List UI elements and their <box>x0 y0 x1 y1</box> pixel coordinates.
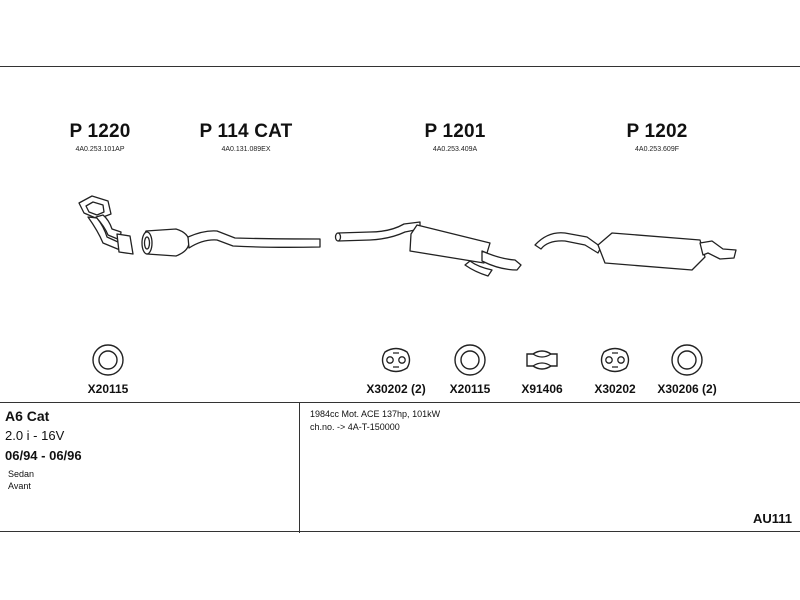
diagram-id: AU111 <box>752 511 792 526</box>
body-type-sedan: Sedan <box>8 469 35 479</box>
body-type-avant: Avant <box>8 481 31 491</box>
diagram-sheet: P 1220 4A0.253.101AP P 114 CAT 4A0.131.0… <box>0 66 800 532</box>
accessory-label-x30202: X30202 <box>594 382 636 396</box>
exhaust-diagram <box>78 195 737 277</box>
front-pipe-drawing <box>78 195 134 255</box>
accessory-label-x20115-2: X20115 <box>449 382 491 396</box>
ring-gasket-icon <box>671 344 703 376</box>
ring-gasket-icon <box>454 344 486 376</box>
catalytic-converter-drawing <box>141 228 321 257</box>
part-oe-p114cat: 4A0.131.089EX <box>221 146 271 153</box>
chassis-spec: ch.no. -> 4A-T-150000 <box>310 422 400 432</box>
part-oe-p1220: 4A0.253.101AP <box>75 146 125 153</box>
accessory-label-x30202-2: X30202 (2) <box>366 382 426 396</box>
rear-silencer-drawing <box>534 232 737 271</box>
clamp-icon <box>526 350 558 370</box>
part-oe-p1202: 4A0.253.609F <box>635 146 679 153</box>
part-oe-p1201: 4A0.253.409A <box>432 146 478 153</box>
vehicle-engine: 2.0 i - 16V <box>5 428 65 443</box>
vehicle-model: A6 Cat <box>5 408 50 424</box>
vehicle-info-panel: A6 Cat 2.0 i - 16V 06/94 - 06/96 Sedan A… <box>0 402 800 533</box>
middle-silencer-drawing <box>334 221 522 277</box>
accessory-label-x20115: X20115 <box>87 382 129 396</box>
info-divider <box>299 403 300 533</box>
part-code-p1202: P 1202 <box>626 121 688 142</box>
accessory-label-x30206-2: X30206 (2) <box>657 382 717 396</box>
ring-gasket-icon <box>92 344 124 376</box>
accessory-label-x91406: X91406 <box>521 382 563 396</box>
rubber-hanger-icon <box>381 347 411 373</box>
engine-spec: 1984cc Mot. ACE 137hp, 101kW <box>310 409 441 419</box>
part-code-p1201: P 1201 <box>424 121 486 142</box>
vehicle-years: 06/94 - 06/96 <box>5 448 82 463</box>
part-code-p1220: P 1220 <box>69 121 131 142</box>
rubber-hanger-icon <box>600 347 630 373</box>
part-code-p114cat: P 114 CAT <box>199 121 293 142</box>
